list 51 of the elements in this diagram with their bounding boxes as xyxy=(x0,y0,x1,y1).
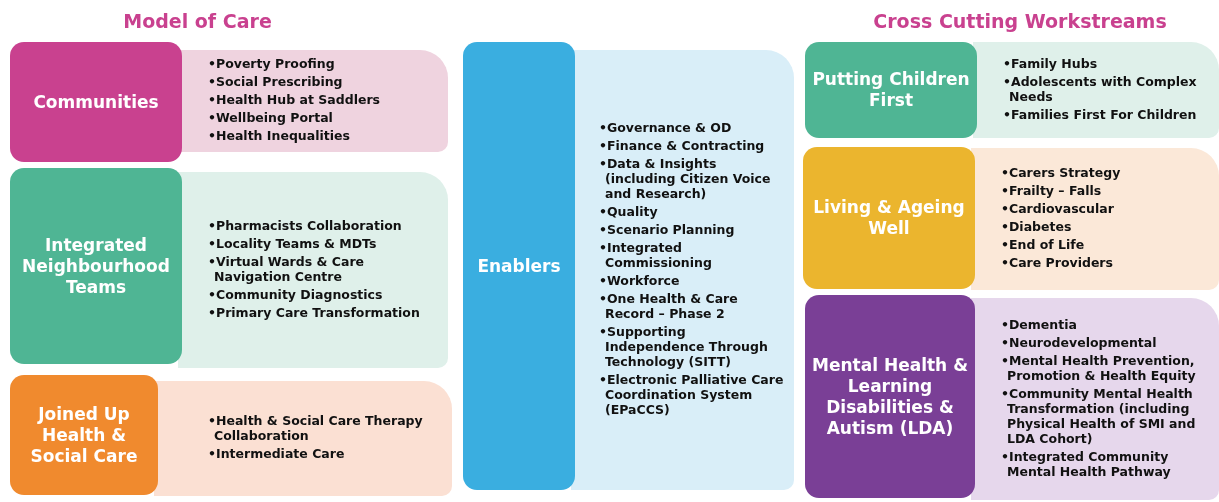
bullet-item: •Supporting Independence Through Technology (SITT) xyxy=(599,324,769,369)
bullet-item: •Diabetes xyxy=(1001,219,1073,234)
bullet-item: •Intermediate Care xyxy=(208,446,346,461)
category-box: Putting Children First xyxy=(805,42,977,138)
list-panel xyxy=(571,50,794,490)
bullet-item: •Virtual Wards & Care Navigation Centre xyxy=(208,253,366,284)
bullet-item: •Community Mental Health Transformation (including Physical Health of SMI and LDA Cohort) xyxy=(1001,385,1197,446)
section-heading: Cross Cutting Workstreams xyxy=(872,10,1168,32)
bullet-item: •Scenario Planning xyxy=(599,222,736,237)
list-panel xyxy=(973,42,1219,138)
list-panel xyxy=(971,298,1219,500)
bullet-item: •Mental Health Prevention, Promotion & Health Equity xyxy=(1001,352,1197,383)
list-panel xyxy=(178,172,448,368)
bullet-item: •Families First For Children xyxy=(1003,106,1198,122)
bullet-item: •Carers Strategy xyxy=(1001,165,1121,180)
bullet-item: •Workforce xyxy=(599,273,681,288)
bullet-item: •Dementia xyxy=(1001,316,1078,332)
bullet-item: •Primary Care Transformation xyxy=(208,304,421,320)
bullet-item: •Social Prescribing xyxy=(208,74,344,89)
list-panel xyxy=(154,381,452,496)
bullet-item: •Health & Social Care Therapy Collaboration xyxy=(208,413,424,443)
category-box: Integrated Neighbourhood Teams xyxy=(10,168,182,364)
bullet-item: •Health Inequalities xyxy=(208,128,351,143)
bullet-item: •Community Diagnostics xyxy=(208,286,384,302)
bullet-item: •Integrated Community Mental Health Pathway xyxy=(1001,448,1172,479)
bullet-item: •Pharmacists Collaboration xyxy=(208,217,403,233)
bullet-item: •End of Life xyxy=(1001,237,1086,252)
bullet-item: •One Health & Care Record – Phase 2 xyxy=(599,291,739,321)
category-box: Living & Ageing Well xyxy=(803,147,975,289)
bullet-item: •Cardiovascular xyxy=(1001,201,1115,216)
bullet-item: •Neurodevelopmental xyxy=(1001,334,1158,350)
section-heading: Model of Care xyxy=(122,10,273,32)
category-box: Enablers xyxy=(463,42,575,490)
bullet-item: •Data & Insights (including Citizen Voice and Research) xyxy=(599,156,772,201)
category-box: Joined Up Health & Social Care xyxy=(10,375,158,495)
bullet-item: •Finance & Contracting xyxy=(599,138,766,153)
category-box: Communities xyxy=(10,42,182,162)
bullet-item: •Family Hubs xyxy=(1003,55,1099,71)
bullet-item: •Integrated Commissioning xyxy=(599,240,713,270)
bullet-item: •Governance & OD xyxy=(599,120,733,135)
bullet-item: •Quality xyxy=(599,204,659,219)
bullet-item: •Wellbeing Portal xyxy=(208,110,334,125)
bullet-item: •Adolescents with Complex Needs xyxy=(1003,73,1198,104)
bullet-item: •Electronic Palliative Care Coordination System (EPaCCS) xyxy=(599,372,785,417)
list-panel xyxy=(971,148,1219,290)
bullet-item: •Health Hub at Saddlers xyxy=(208,92,380,107)
bullet-item: •Poverty Proofing xyxy=(208,56,336,71)
bullet-item: •Frailty – Falls xyxy=(1001,183,1103,198)
bullet-item: •Locality Teams & MDTs xyxy=(208,235,378,251)
bullet-item: •Care Providers xyxy=(1001,255,1114,270)
category-box: Mental Health & Learning Disabilities & Autism (LDA) xyxy=(805,295,975,498)
